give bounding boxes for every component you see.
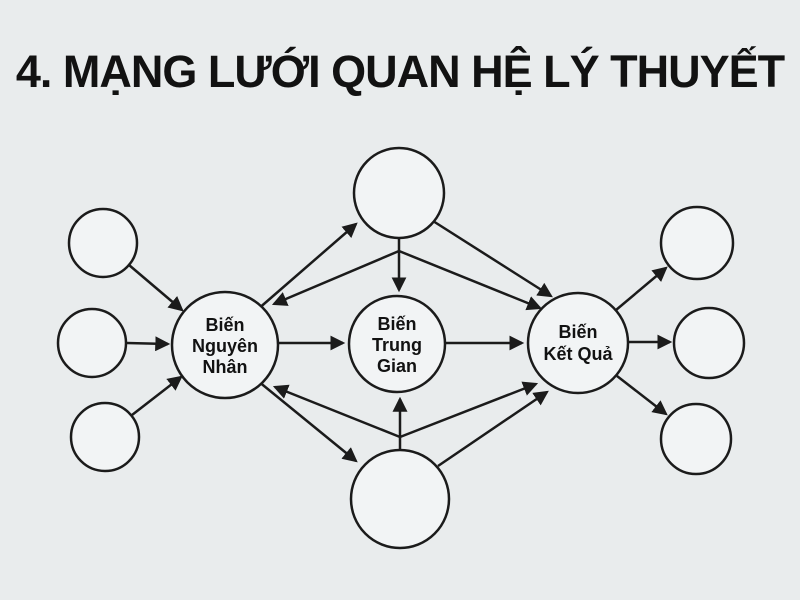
outcome-label-line1: Biến — [558, 322, 597, 342]
mediator-label-line2: Trung — [372, 335, 422, 355]
diagram-title: 4. MẠNG LƯỚI QUAN HỆ LÝ THUYẾT — [15, 46, 785, 97]
edge-outcome-to-output3 — [616, 375, 668, 416]
outcome-label-line2: Kết Quả — [543, 344, 613, 364]
mediator-label-line3: Gian — [377, 356, 417, 376]
cause-label-line3: Nhân — [203, 357, 248, 377]
edges — [125, 219, 673, 468]
edge-bottom-to-outcome-fan — [399, 381, 539, 439]
mediator-label-line1: Biến — [377, 314, 416, 334]
node-outcome — [526, 291, 630, 395]
node-input-2 — [56, 307, 128, 379]
edge-top-to-outcome-direct — [432, 219, 553, 298]
edge-input1-to-cause — [128, 264, 184, 312]
node-labels: Biến Nguyên Nhân Biến Trung Gian Biến Kế… — [192, 314, 614, 377]
edge-input3-to-cause — [131, 375, 183, 416]
node-mediator — [347, 294, 447, 394]
edge-bottom-to-cause — [272, 384, 401, 439]
nodes — [56, 146, 746, 550]
edge-bottom-to-outcome-direct — [437, 390, 549, 468]
edge-input2-to-cause — [125, 336, 171, 352]
edge-cause-to-top — [256, 222, 358, 311]
edge-outcome-to-output1 — [615, 266, 668, 311]
node-output-2 — [672, 306, 746, 380]
node-input-3 — [69, 401, 141, 473]
cause-label-line2: Nguyên — [192, 336, 258, 356]
edge-top-to-cause — [271, 249, 400, 306]
node-input-1 — [67, 207, 139, 279]
node-output-1 — [659, 205, 735, 281]
node-bottom-latent — [349, 448, 451, 550]
node-top-latent — [352, 146, 446, 240]
node-cause — [170, 290, 280, 400]
edge-top-to-outcome-fan — [398, 249, 543, 311]
node-output-3 — [659, 402, 733, 476]
cause-label-line1: Biến — [205, 315, 244, 335]
edge-cause-to-bottom — [257, 380, 358, 463]
